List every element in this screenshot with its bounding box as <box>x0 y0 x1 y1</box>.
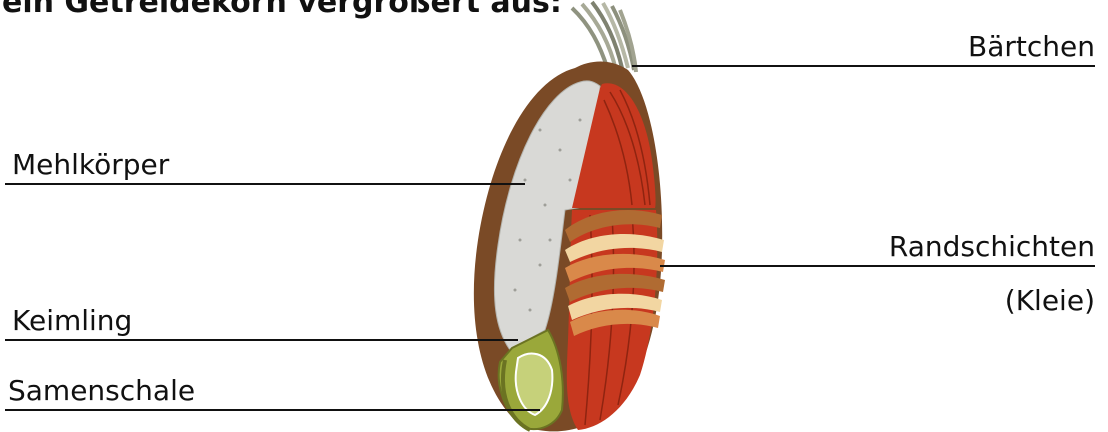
label-randschichten: Randschichten <box>889 230 1095 263</box>
title: ein Getreidekorn vergrößert aus: <box>2 0 562 20</box>
label-kleie: (Kleie) <box>1005 284 1095 317</box>
label-baertchen: Bärtchen <box>968 30 1095 63</box>
label-keimling: Keimling <box>12 304 132 337</box>
label-mehlkoerper: Mehlkörper <box>12 148 170 181</box>
beard-illustration <box>572 2 636 72</box>
label-samenschale: Samenschale <box>8 374 195 407</box>
